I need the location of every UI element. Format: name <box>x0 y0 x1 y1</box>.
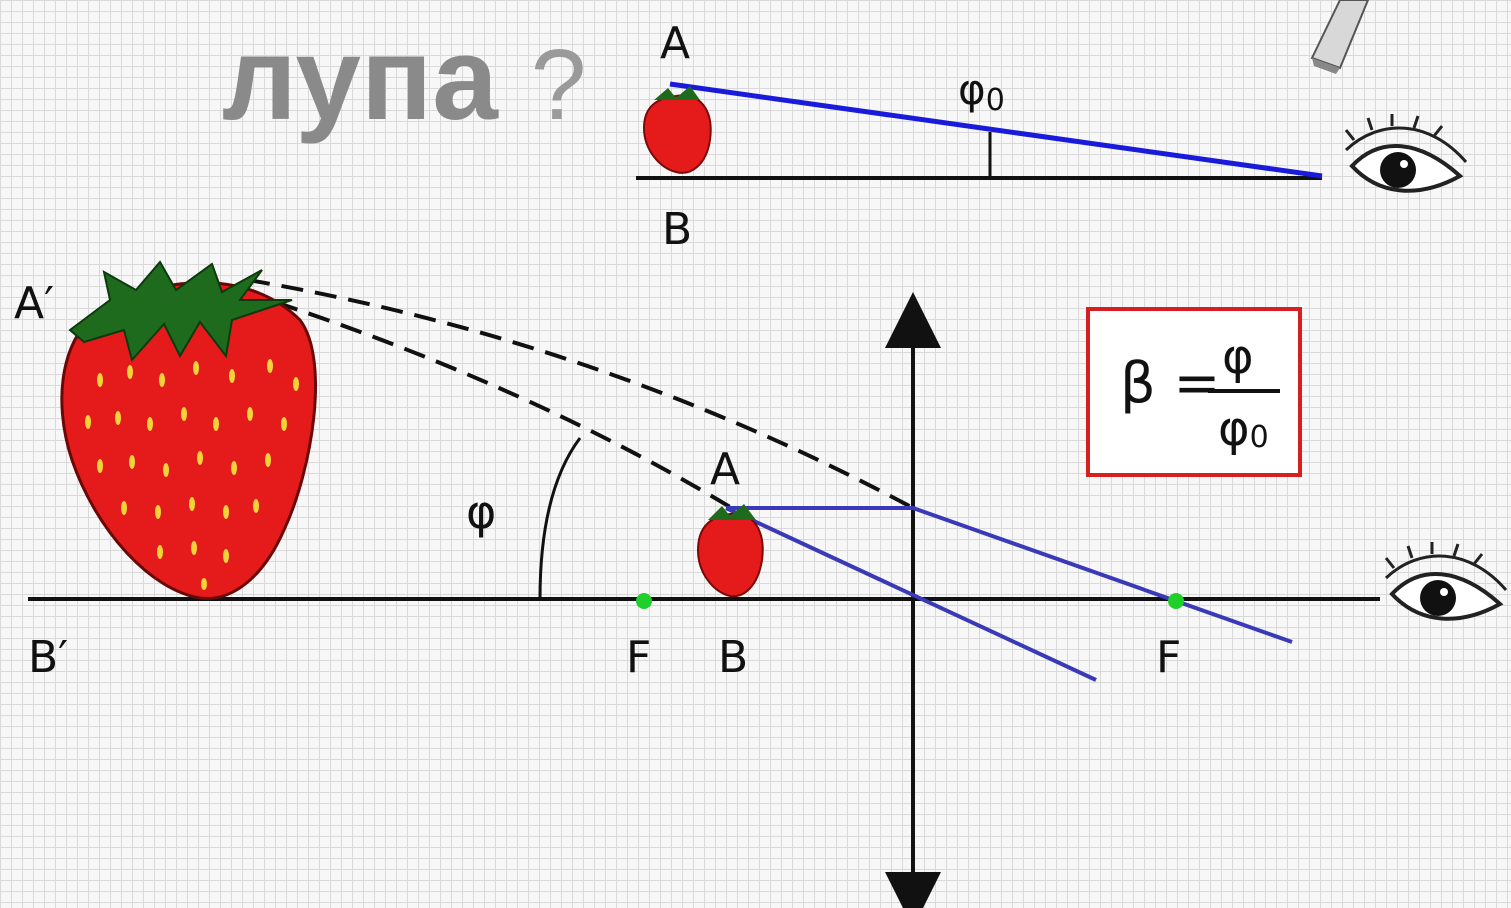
strawberry-image-icon <box>60 260 318 600</box>
top-label-A: A <box>660 18 690 69</box>
label-focus-right: F <box>1156 632 1181 683</box>
formula-denominator: φ0 <box>1218 401 1269 457</box>
label-B-object: B <box>718 632 748 683</box>
focus-point-right <box>1168 593 1184 609</box>
title-question-mark: ? <box>530 29 587 141</box>
virtual-ray-lower <box>243 290 737 512</box>
label-focus-left: F <box>626 632 651 683</box>
top-label-B: B <box>662 204 692 255</box>
title: лупа ? <box>222 20 586 138</box>
ray-center <box>725 506 1097 682</box>
magnification-formula: β = φ φ0 <box>1086 307 1302 477</box>
label-A-image: A′ <box>14 278 54 329</box>
strawberry-icon <box>642 86 712 174</box>
top-angle-label: φ0 <box>958 65 1005 118</box>
focus-point-left <box>636 593 652 609</box>
ray-parallel <box>726 506 1293 644</box>
eye-icon <box>1344 114 1468 193</box>
top-ray <box>669 81 1323 179</box>
virtual-ray-upper <box>247 278 914 510</box>
eye-icon-bottom <box>1384 542 1508 621</box>
pencil-icon <box>1310 0 1370 74</box>
title-word: лупа <box>222 13 498 145</box>
label-A-object: A <box>710 444 740 495</box>
strawberry-object-icon <box>696 504 764 598</box>
fraction-bar <box>1208 389 1280 393</box>
formula-lhs: β = <box>1120 351 1221 416</box>
angle-label-phi: φ <box>466 485 496 539</box>
formula-numerator: φ <box>1222 329 1254 385</box>
label-B-image: B′ <box>28 632 68 683</box>
angle-arc <box>538 437 582 600</box>
